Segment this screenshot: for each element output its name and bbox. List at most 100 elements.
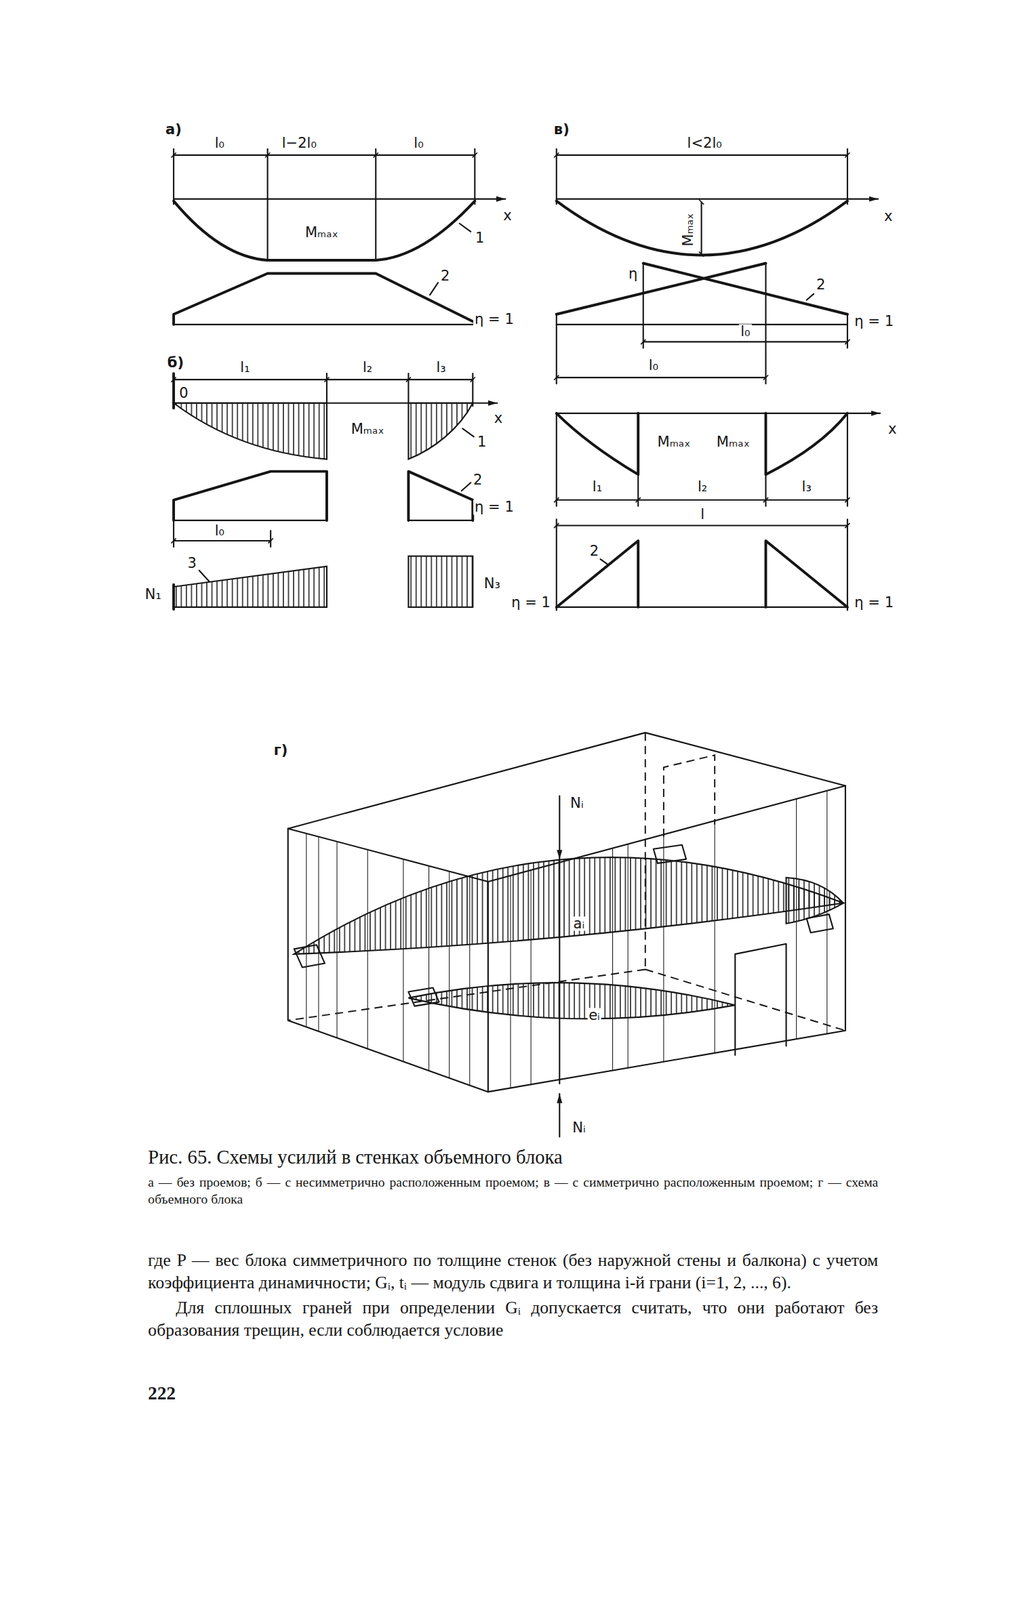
drawing-line bbox=[407, 373, 409, 404]
drawing-path bbox=[408, 403, 473, 460]
drawing-line bbox=[473, 149, 476, 205]
drawing-line bbox=[555, 413, 558, 507]
drawing-path bbox=[653, 845, 687, 864]
drawing-path bbox=[408, 983, 735, 1020]
callout-number: 1 bbox=[475, 435, 488, 450]
drawing-line bbox=[555, 149, 558, 205]
drawing-line bbox=[846, 314, 849, 349]
force-label: N₁ bbox=[143, 587, 163, 602]
force-label: N₃ bbox=[482, 576, 502, 592]
drawing-polyline bbox=[173, 379, 473, 381]
drawing-line bbox=[199, 570, 210, 583]
panel-letter: г) bbox=[272, 743, 290, 758]
moment-label: Mₘₐₓ bbox=[715, 435, 752, 450]
drawing-line bbox=[374, 149, 377, 261]
ordinate-label: η = 1 bbox=[473, 312, 516, 327]
drawing-g bbox=[173, 373, 497, 610]
drawing-polyline bbox=[556, 499, 848, 502]
drawing-polyline bbox=[556, 524, 848, 527]
drawing-rect bbox=[408, 556, 473, 608]
drawing-line bbox=[173, 198, 506, 201]
drawing-path bbox=[806, 914, 834, 933]
caption-legend: а — без проемов; б — с несимметрично рас… bbox=[147, 1174, 879, 1209]
dimension-label: l₂ bbox=[696, 480, 709, 495]
drawing-line bbox=[556, 324, 848, 326]
dimension-label: l₀ bbox=[647, 358, 660, 373]
dimension-label: l₀ bbox=[739, 324, 752, 339]
panel-letter: б) bbox=[166, 355, 186, 370]
drawing-line bbox=[846, 413, 849, 507]
force-label: Nᵢ bbox=[568, 796, 586, 811]
callout-number: 2 bbox=[471, 472, 484, 487]
moment-label: Mₘₐₓ bbox=[303, 225, 340, 241]
dimension-label: l₁ bbox=[591, 480, 604, 495]
drawing-line bbox=[305, 833, 307, 1028]
drawing-line bbox=[555, 314, 558, 384]
drawing-line bbox=[269, 530, 272, 548]
drawing-line bbox=[643, 263, 848, 314]
drawing-path bbox=[556, 201, 848, 256]
dimension-label: l bbox=[699, 507, 706, 522]
ordinate-label: η = 1 bbox=[473, 500, 516, 515]
panel-letter: в) bbox=[552, 122, 571, 137]
drawing-polyline bbox=[173, 154, 475, 156]
dimension-label: aᵢ bbox=[572, 916, 587, 931]
drawing-path bbox=[765, 541, 847, 608]
drawing-path bbox=[556, 541, 638, 608]
dimension-label: l₂ bbox=[361, 360, 374, 375]
dimension-label: l₀ bbox=[213, 135, 226, 150]
drawing-line bbox=[173, 520, 327, 522]
drawing-polyline bbox=[556, 154, 848, 156]
dimension-label: l₀ bbox=[412, 135, 425, 150]
figure-caption: Рис. 65. Схемы усилий в стенках объемног… bbox=[147, 1145, 879, 1171]
drawing-path bbox=[173, 471, 327, 521]
drawing-path bbox=[173, 566, 327, 608]
drawing-line bbox=[173, 324, 475, 326]
drawing-line bbox=[806, 294, 815, 301]
origin-label: 0 bbox=[177, 385, 190, 401]
drawing-polyline bbox=[643, 341, 848, 343]
axis-label: x bbox=[882, 209, 894, 224]
drawing-g bbox=[556, 413, 881, 611]
moment-label: Mₘₐₓ bbox=[681, 211, 696, 248]
callout-number: 2 bbox=[814, 277, 827, 293]
dimension-label: l₀ bbox=[213, 524, 226, 539]
drawing-line bbox=[764, 263, 767, 384]
dimension-label: l₁ bbox=[238, 360, 251, 375]
moment-label: Mₘₐₓ bbox=[656, 435, 693, 450]
drawing-line bbox=[402, 859, 404, 1062]
body-text: Для сплошных граней при определении Gᵢ д… bbox=[147, 1297, 879, 1343]
callout-number: 1 bbox=[473, 230, 486, 245]
drawing-line bbox=[172, 149, 175, 205]
ordinate-label: η bbox=[627, 266, 639, 281]
drawing-path bbox=[173, 403, 327, 460]
axis-label: x bbox=[501, 208, 513, 223]
dimension-label: eᵢ bbox=[587, 1008, 602, 1024]
axis-label: x bbox=[886, 421, 898, 436]
panel-letter: а) bbox=[164, 122, 184, 137]
drawing-line bbox=[846, 149, 849, 205]
dimension-label: l₃ bbox=[800, 480, 813, 495]
drawing-line bbox=[764, 474, 767, 507]
drawing-line bbox=[556, 198, 879, 201]
drawing-path bbox=[765, 413, 847, 475]
drawing-line bbox=[714, 821, 716, 1054]
drawing-path bbox=[663, 755, 715, 837]
drawing-line bbox=[558, 795, 561, 860]
axis-label: x bbox=[492, 411, 504, 426]
drawing-line bbox=[556, 606, 848, 609]
ordinate-label: η = 1 bbox=[852, 595, 895, 610]
drawing-line bbox=[172, 520, 175, 548]
dimension-label: l−2l₀ bbox=[280, 135, 318, 150]
drawing-line bbox=[172, 585, 175, 610]
callout-number: 2 bbox=[439, 268, 451, 283]
drawing-path bbox=[408, 988, 439, 1007]
drawing-line bbox=[461, 482, 472, 491]
drawing-line bbox=[642, 263, 645, 348]
drawing-line bbox=[558, 859, 561, 1085]
drawing-line bbox=[637, 474, 639, 507]
page-number: 222 bbox=[147, 1382, 879, 1407]
drawing-line bbox=[556, 263, 767, 314]
